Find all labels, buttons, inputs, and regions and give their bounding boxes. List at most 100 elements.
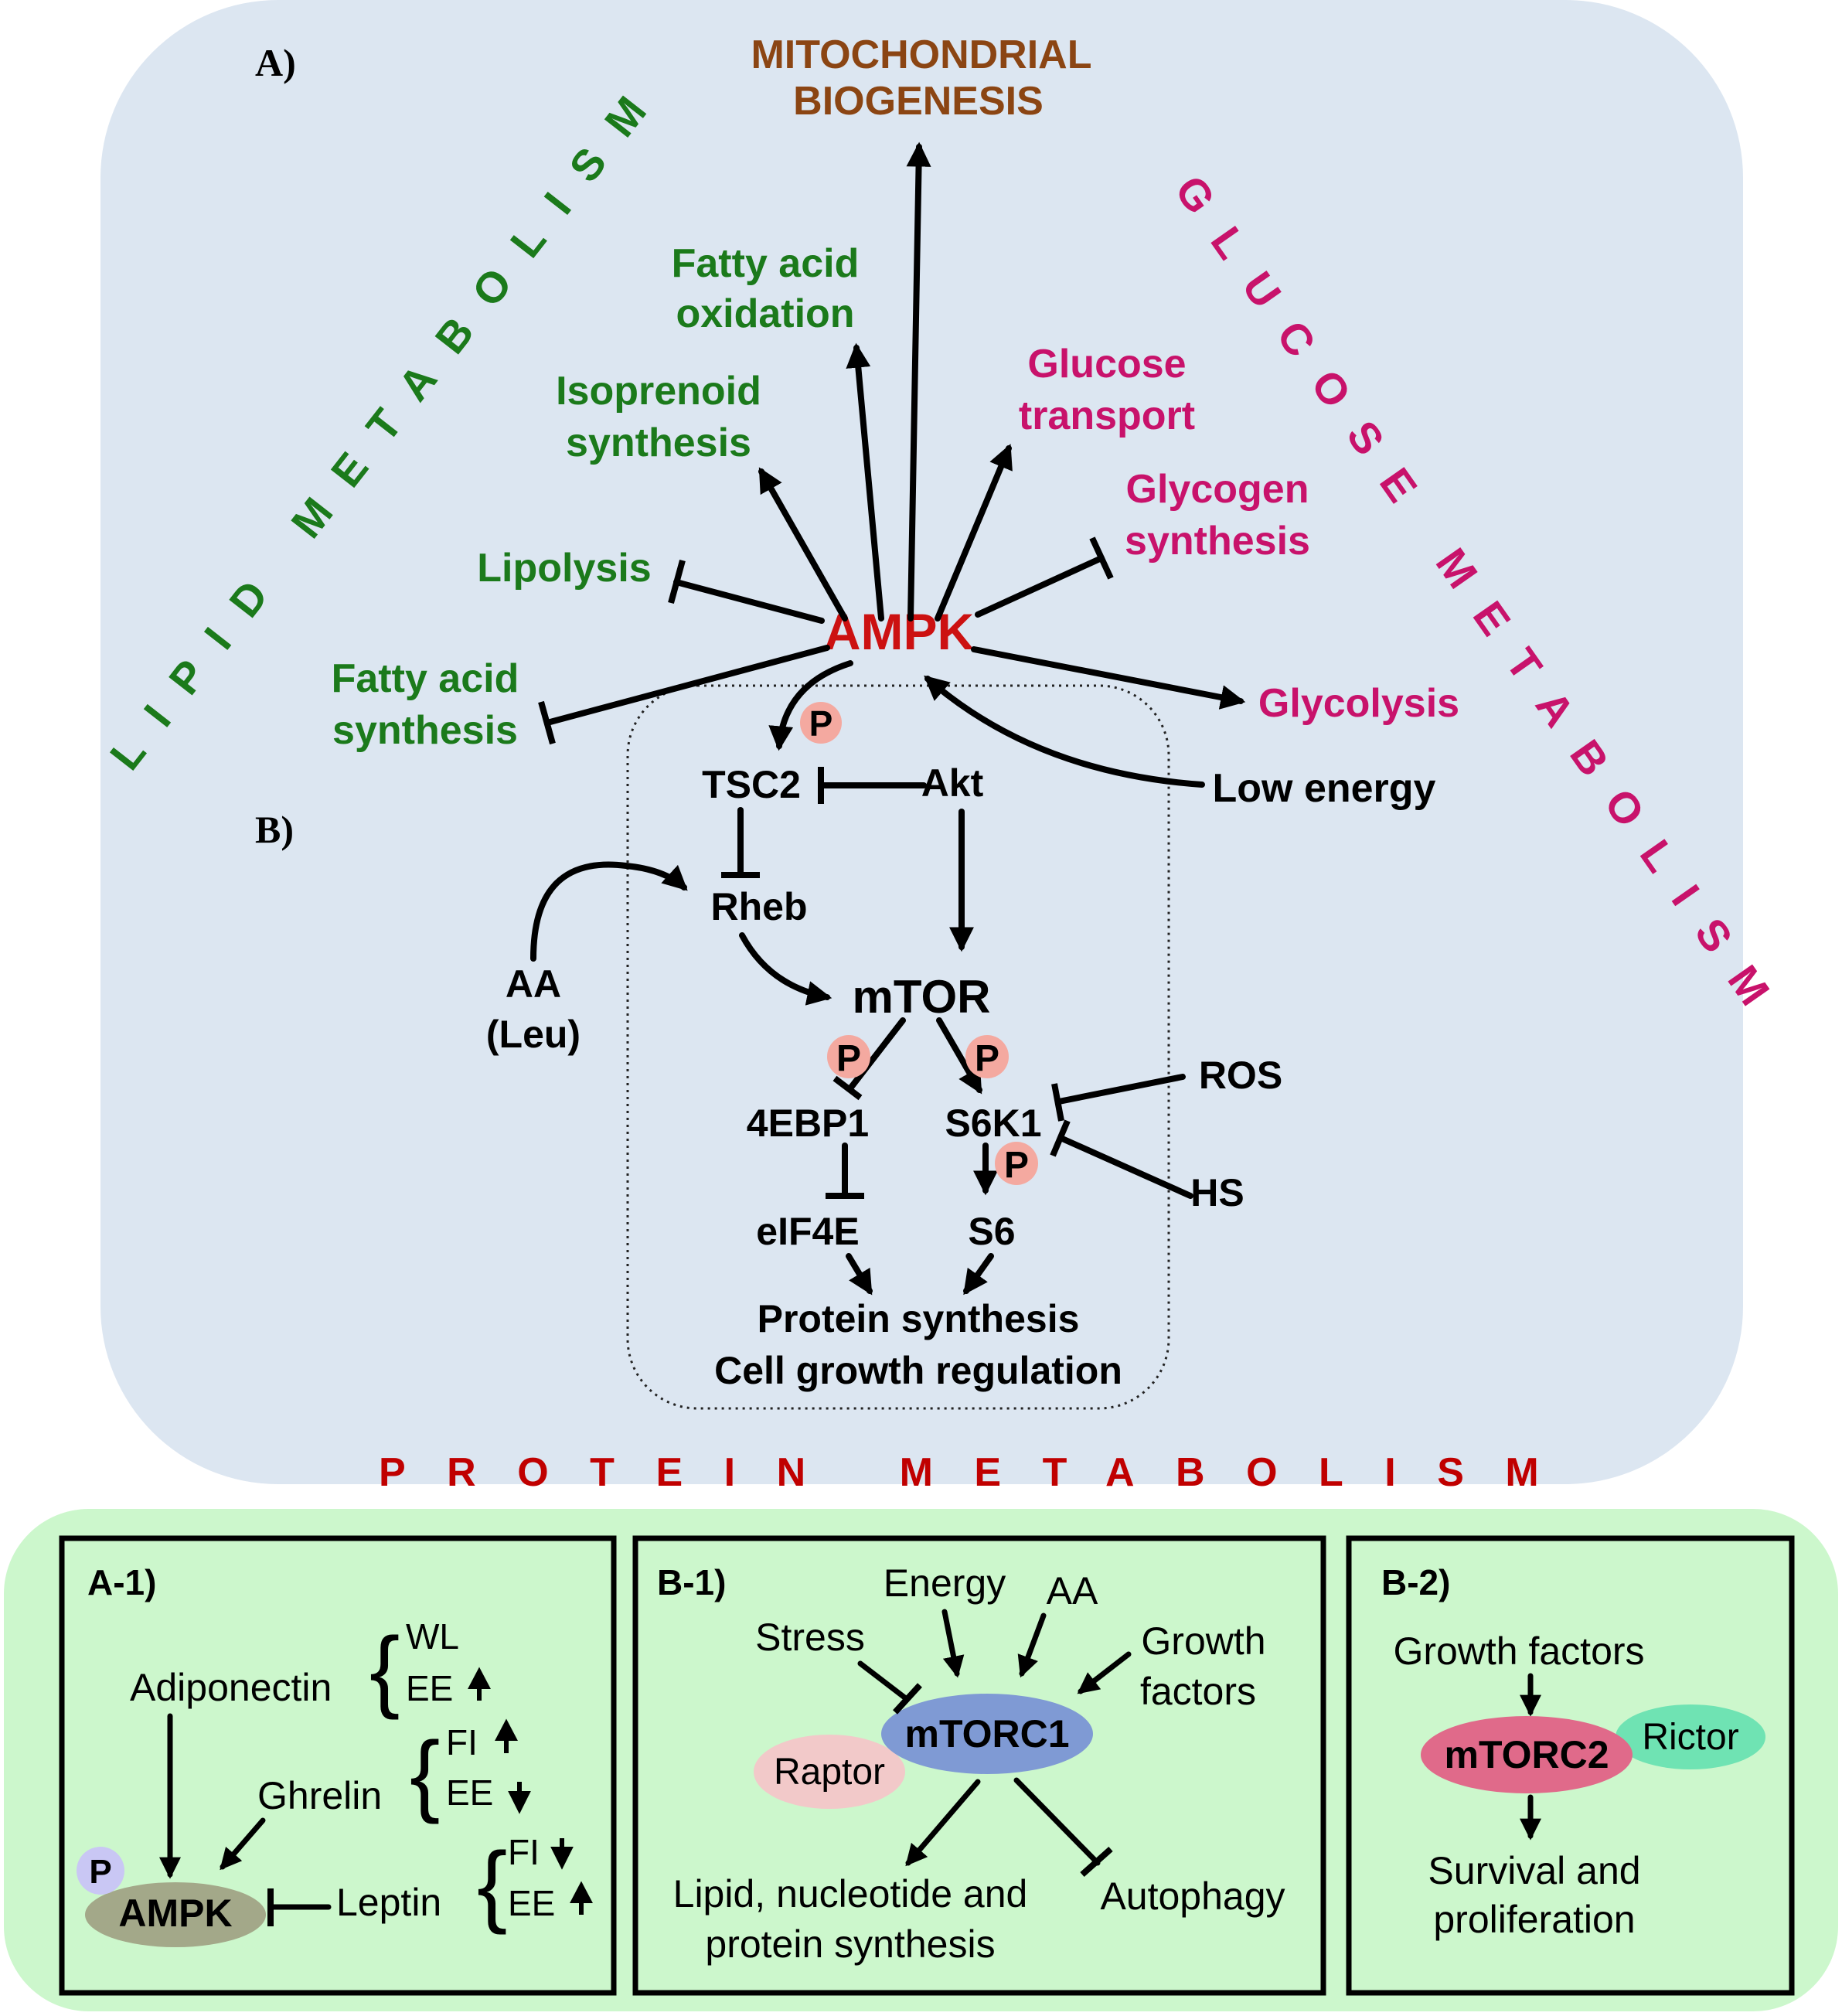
inhibit-mtor-4ebp1 xyxy=(847,1017,906,1091)
mtorc1-oval xyxy=(881,1694,1093,1774)
inhibit-ampk-fas xyxy=(544,645,830,726)
arrow-low-energy-to-ampk xyxy=(924,675,1205,788)
inhibit-stress-mtorc1 xyxy=(857,1660,910,1702)
box-b2-label: B-2) xyxy=(1381,1562,1450,1602)
ghrelin-label: Ghrelin xyxy=(257,1774,382,1817)
leptin-label: Leptin xyxy=(336,1881,441,1924)
fi-label-2: FI xyxy=(508,1832,540,1872)
p-badge-4ebp1-text: P xyxy=(836,1038,861,1079)
low-energy-label: Low energy xyxy=(1213,766,1436,811)
panel-b-label: B) xyxy=(255,808,294,851)
akt-label: Akt xyxy=(921,761,984,805)
isoprenoid-synthesis-line2: synthesis xyxy=(566,421,751,465)
arrow-energy-to-mtorc1 xyxy=(941,1609,965,1678)
mito-biogenesis-line2: BIOGENESIS xyxy=(793,79,1044,124)
ee-label-2: EE xyxy=(446,1773,493,1813)
p-badge-ampk xyxy=(77,1847,124,1895)
protein-metabolism-title: PROTEIN METABOLISM xyxy=(379,1450,1580,1495)
panel-a-b-background xyxy=(100,0,1743,1484)
arrow-down-icon xyxy=(550,1838,574,1870)
p-badge-ampk-text: P xyxy=(89,1853,111,1891)
arrow-ampk-to-glycolysis xyxy=(971,646,1246,710)
mtor-label: mTOR xyxy=(853,971,991,1023)
arrow-up-icon xyxy=(468,1667,491,1701)
mtorc2-label: mTORC2 xyxy=(1444,1733,1609,1776)
brace-ghrelin: { xyxy=(410,1723,440,1825)
fi-label-1: FI xyxy=(446,1722,478,1762)
box-a1 xyxy=(59,1535,617,1996)
hs-label: HS xyxy=(1190,1171,1244,1214)
arrow-ampk-to-fao xyxy=(846,342,884,621)
fatty-acid-oxidation-line2: oxidation xyxy=(676,291,854,336)
arrow-aa-to-rheb xyxy=(530,861,688,962)
arrow-ampk-to-glucose-transport xyxy=(935,444,1013,621)
lipolysis-label: Lipolysis xyxy=(477,546,651,591)
inhibit-ros-s6k1 xyxy=(1056,1074,1186,1105)
fatty-acid-oxidation-line1: Fatty acid xyxy=(672,241,860,286)
p-badge-tsc2 xyxy=(800,702,842,744)
s6-label: S6 xyxy=(968,1210,1015,1253)
fatty-acid-synthesis-line1: Fatty acid xyxy=(332,656,519,701)
inhibit-ampk-lipolysis-bar xyxy=(668,559,686,604)
arrow-down-icon xyxy=(508,1782,531,1814)
arrow-mtorc1-to-synthesis xyxy=(905,1779,981,1867)
glucose-transport-line2: transport xyxy=(1019,393,1195,438)
tsc2-label: TSC2 xyxy=(702,763,801,806)
arrow-ampk-to-isoprenoid xyxy=(758,467,848,621)
box-a1-label: A-1) xyxy=(87,1562,156,1602)
ampk-oval xyxy=(85,1882,266,1947)
aa-leu-line1: AA xyxy=(506,962,561,1006)
synthesis-line2: protein synthesis xyxy=(705,1922,995,1966)
box-b1-label: B-1) xyxy=(657,1562,726,1602)
inhibit-ros-s6k1-bar xyxy=(1051,1083,1064,1122)
arrow-growth-to-mtorc1 xyxy=(1077,1651,1132,1694)
s6k1-label: S6K1 xyxy=(945,1102,1041,1145)
wl-label: WL xyxy=(406,1616,459,1657)
box-b1 xyxy=(632,1535,1326,1996)
growth-factors-line1: Growth xyxy=(1141,1619,1265,1663)
fatty-acid-synthesis-line2: synthesis xyxy=(332,708,518,753)
raptor-label: Raptor xyxy=(774,1752,885,1793)
arrow-rheb-to-mtor xyxy=(739,932,832,1006)
energy-label: Energy xyxy=(884,1561,1006,1605)
p-badge-s6k1 xyxy=(965,1035,1009,1078)
autophagy-label: Autophagy xyxy=(1100,1875,1285,1918)
p-badge-s6k1-text: P xyxy=(975,1038,999,1079)
inhibit-mtor-4ebp1-bar xyxy=(832,1075,863,1101)
arrow-mtor-to-s6k1 xyxy=(936,1017,982,1095)
glycogen-synthesis-line2: synthesis xyxy=(1125,519,1310,564)
stress-label: Stress xyxy=(755,1616,865,1659)
inhibit-ampk-lipolysis xyxy=(673,579,825,624)
rictor-oval xyxy=(1616,1704,1765,1769)
box-b2 xyxy=(1346,1535,1795,1996)
ee-label-3: EE xyxy=(508,1883,555,1923)
ampk-central-label: AMPK xyxy=(824,603,975,660)
survival-line1: Survival and xyxy=(1428,1849,1640,1892)
outcome-line1: Protein synthesis xyxy=(758,1297,1080,1340)
glucose-transport-line1: Glucose xyxy=(1027,342,1186,387)
brace-adiponectin: { xyxy=(369,1619,400,1721)
mtorc2-oval xyxy=(1421,1716,1633,1793)
arrow-ampk-to-tsc2 xyxy=(768,660,853,751)
rictor-label: Rictor xyxy=(1642,1717,1738,1758)
glycolysis-label: Glycolysis xyxy=(1258,681,1459,726)
ros-label: ROS xyxy=(1199,1054,1282,1097)
inhibit-stress-mtorc1-bar xyxy=(893,1683,922,1715)
growth-factors-b2: Growth factors xyxy=(1393,1629,1644,1673)
p-badge-s6 xyxy=(995,1142,1038,1185)
4ebp1-label: 4EBP1 xyxy=(747,1102,869,1145)
arrow-eif4e-to-outcome xyxy=(846,1253,873,1296)
mito-biogenesis-line1: MITOCHONDRIAL xyxy=(751,32,1091,77)
aa-label: AA xyxy=(1047,1569,1098,1612)
arrow-s6-to-outcome xyxy=(963,1253,994,1296)
p-badge-4ebp1 xyxy=(827,1035,870,1078)
aa-leu-line2: (Leu) xyxy=(486,1013,581,1056)
glycogen-synthesis-line1: Glycogen xyxy=(1126,467,1309,512)
p-badge-tsc2-text: P xyxy=(809,703,833,744)
inhibit-hs-s6k1 xyxy=(1057,1135,1193,1199)
isoprenoid-synthesis-line1: Isoprenoid xyxy=(556,369,761,414)
rheb-label: Rheb xyxy=(711,885,808,928)
adiponectin-label: Adiponectin xyxy=(130,1666,332,1709)
